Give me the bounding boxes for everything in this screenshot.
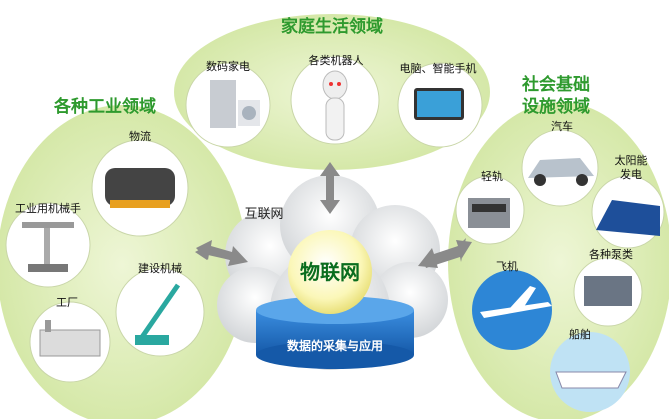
infra-title-1: 社会基础 [521, 74, 590, 95]
robot-arm-image [5, 202, 91, 288]
industry-item-logistics: 物流 [129, 129, 151, 143]
train-image [455, 175, 525, 245]
computer-phone-image [397, 62, 483, 148]
car-image [521, 129, 599, 207]
home-item-computer: 电脑、智能手机 [400, 61, 477, 75]
home-title: 家庭生活领域 [281, 16, 383, 37]
infra-item-solar-2: 发电 [620, 167, 642, 181]
infra-item-ship: 船舶 [569, 327, 591, 341]
robot-image [290, 55, 380, 145]
industry-item-factory: 工厂 [56, 296, 78, 309]
arrow-icon [196, 240, 472, 268]
industry-item-construction: 建设机械 [138, 261, 182, 275]
solar-image [591, 175, 665, 249]
pump-image [573, 257, 643, 327]
infra-item-solar-1: 太阳能 [615, 153, 648, 167]
home-item-robot: 各类机器人 [309, 53, 364, 67]
logistics-image [91, 139, 189, 237]
iot-label: 物联网 [300, 260, 360, 284]
construction-machine-image [115, 267, 205, 357]
airplane-image [472, 270, 552, 350]
iot-core [288, 230, 372, 314]
factory-image [29, 301, 111, 383]
industry-item-robot-arm: 工业用机械手 [15, 201, 81, 215]
ship-image [550, 332, 630, 412]
infra-item-car: 汽车 [551, 119, 573, 133]
industry-title: 各种工业领域 [53, 96, 156, 117]
internet-label: 互联网 [244, 207, 283, 222]
infra-item-airplane: 飞机 [496, 259, 518, 273]
home-appliances-image [185, 62, 271, 148]
infra-item-pumps: 各种泵类 [589, 247, 633, 261]
infra-item-train: 轻轨 [481, 169, 503, 183]
home-item-appliances: 数码家电 [206, 59, 250, 73]
infra-title-2: 设施领域 [522, 96, 590, 117]
data-collection-label: 数据的采集与应用 [287, 338, 383, 353]
